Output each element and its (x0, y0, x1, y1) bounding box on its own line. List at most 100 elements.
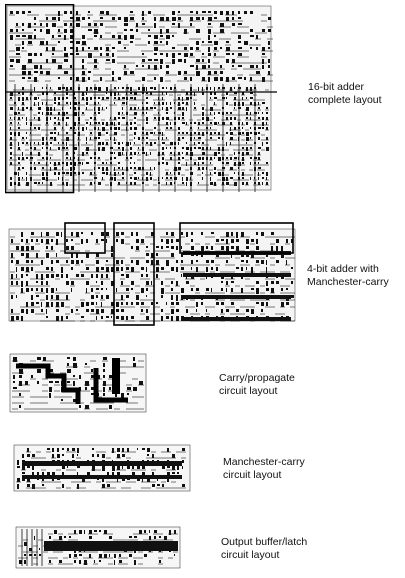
cell-mark (146, 172, 148, 175)
cell-mark (238, 157, 239, 160)
cell-mark (184, 47, 187, 50)
cell-mark (234, 92, 237, 94)
cell-mark (41, 302, 42, 307)
cell-mark (118, 17, 121, 20)
cell-mark (262, 117, 264, 120)
cell-mark (202, 132, 204, 136)
cell-mark (41, 288, 43, 292)
cell-mark (22, 35, 26, 37)
cell-mark (126, 92, 127, 95)
cell-mark (198, 127, 199, 129)
cell-mark (251, 253, 254, 258)
cell-mark (118, 122, 120, 125)
buffer-row (44, 541, 178, 551)
cell-mark (71, 253, 73, 258)
cell-mark (220, 11, 223, 15)
cell-mark (202, 17, 204, 20)
cell-mark (98, 137, 100, 139)
cell-mark (10, 122, 12, 124)
cell-mark (52, 53, 54, 55)
cell-mark (114, 157, 116, 159)
cell-mark (62, 117, 64, 121)
cell-mark (142, 466, 145, 469)
cell-mark (91, 302, 94, 305)
cell-mark (146, 260, 149, 263)
cell-mark (118, 152, 121, 156)
cell-mark (190, 47, 193, 50)
cell-mark (126, 288, 129, 291)
cell-mark (74, 107, 76, 110)
cell-mark (174, 554, 175, 556)
cell-mark (106, 107, 107, 109)
cell-mark (34, 102, 35, 106)
cell-mark (150, 177, 152, 180)
cell-mark (214, 35, 216, 37)
cell-mark (226, 288, 227, 292)
cell-mark (134, 167, 136, 169)
cell-mark (109, 387, 111, 390)
cell-mark (21, 309, 24, 313)
cell-mark (170, 122, 171, 125)
cell-mark (191, 232, 193, 235)
cell-mark (121, 302, 123, 305)
cell-mark (91, 309, 94, 312)
cell-mark (114, 172, 116, 176)
cell-mark (88, 53, 92, 58)
cell-mark (256, 239, 258, 244)
cell-mark (70, 157, 71, 160)
cell-mark (41, 309, 43, 312)
cell-mark (17, 484, 19, 489)
cell-mark (206, 87, 208, 90)
cell-mark (102, 167, 104, 171)
cell-mark (221, 302, 224, 305)
cell-mark (90, 157, 92, 159)
cell-mark (21, 281, 23, 287)
cell-mark (232, 53, 234, 55)
cell-mark (94, 47, 98, 50)
cell-mark (46, 41, 48, 45)
cell-mark (46, 137, 47, 140)
cell-mark (62, 147, 65, 149)
cell-mark (46, 59, 48, 63)
manchester-layout-image (12, 443, 192, 493)
cell-mark (98, 127, 99, 130)
cell-mark (14, 102, 16, 104)
cell-mark (174, 87, 176, 89)
cell-mark (182, 112, 184, 116)
cell-mark (166, 147, 167, 149)
cell-mark (184, 59, 186, 63)
cell-mark (64, 35, 66, 40)
cell-mark (218, 147, 220, 151)
cell-mark (226, 77, 229, 82)
cell-mark (92, 448, 94, 450)
cell-mark (38, 142, 39, 145)
cell-mark (141, 288, 144, 293)
cell-mark (208, 53, 211, 56)
cell-mark (146, 142, 148, 144)
cell-mark (166, 29, 169, 33)
cell-mark (184, 29, 187, 34)
cell-mark (61, 302, 64, 307)
cell-mark (49, 369, 53, 372)
cell-mark (172, 11, 175, 15)
cell-mark (134, 172, 136, 174)
cell-mark (42, 102, 43, 105)
cell-mark (238, 77, 242, 79)
cell-mark (88, 17, 90, 19)
cell-mark (266, 117, 268, 120)
cell-mark (246, 112, 248, 115)
cell-mark (202, 112, 204, 116)
cell-mark (234, 162, 236, 166)
cell-mark (181, 295, 183, 300)
cell-mark (94, 162, 96, 164)
adder4-caption: 4-bit adder with Manchester-carry (307, 263, 389, 289)
cell-mark (182, 152, 183, 154)
cell-mark (238, 122, 240, 125)
cell-mark (49, 387, 52, 392)
cell-mark (86, 107, 87, 110)
cell-mark (114, 127, 117, 130)
cell-mark (154, 142, 156, 144)
cell-mark (266, 142, 268, 144)
metal-block (112, 358, 120, 394)
cell-mark (238, 17, 241, 19)
